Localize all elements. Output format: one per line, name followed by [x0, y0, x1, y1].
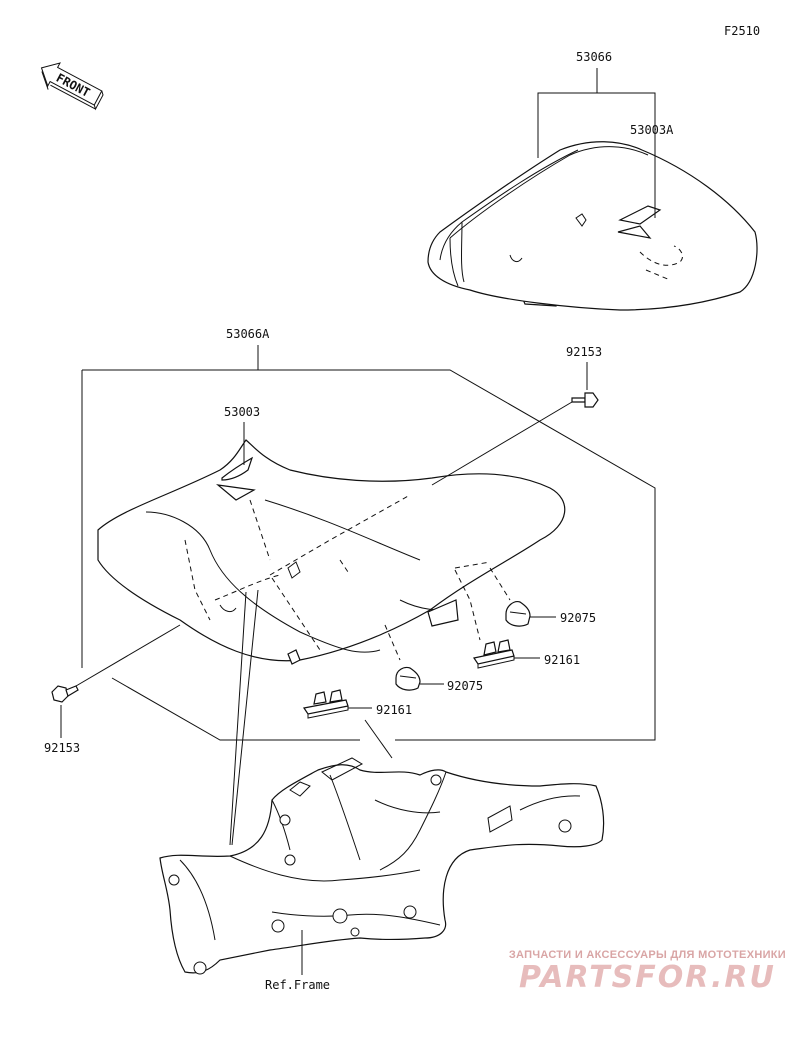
leader-to-frame-left [229, 591, 247, 846]
watermark-tagline: ЗАПЧАСТИ И АКСЕССУАРЫ ДЛЯ МОТОТЕХНИКИ [508, 949, 786, 961]
front-seat [97, 439, 566, 665]
label-53066a: 53066A [226, 327, 270, 341]
diagram-id: F2510 [724, 24, 760, 38]
clip-lower [302, 689, 372, 719]
label-53003a: 53003A [630, 123, 674, 137]
front-arrow-icon: FRONT [40, 62, 104, 111]
stopper-upper [505, 601, 556, 627]
label-92161-upper: 92161 [544, 653, 580, 667]
label-53066: 53066 [576, 50, 612, 64]
label-92075-upper: 92075 [560, 611, 596, 625]
leader-to-frame-right [364, 719, 393, 759]
label-92153-upper: 92153 [566, 345, 602, 359]
label-92153-lower: 92153 [44, 741, 80, 755]
front-label: FRONT [54, 71, 92, 100]
label-92075-lower: 92075 [447, 679, 483, 693]
label-92161-lower: 92161 [376, 703, 412, 717]
watermark: ЗАПЧАСТИ И АКСЕССУАРЫ ДЛЯ МОТОТЕХНИКИ PA… [509, 949, 786, 995]
seat-group-outline [82, 369, 656, 741]
subframe [159, 757, 605, 975]
label-53003: 53003 [224, 405, 260, 419]
bolt-lower [51, 624, 181, 703]
stopper-lower [395, 666, 444, 691]
clip-upper [473, 639, 540, 669]
rear-seat [427, 141, 758, 311]
watermark-brand: PARTSFOR.RU [519, 960, 776, 995]
hidden-lines [184, 494, 511, 661]
bolt-upper [431, 392, 599, 486]
label-ref-frame: Ref.Frame [265, 978, 330, 992]
